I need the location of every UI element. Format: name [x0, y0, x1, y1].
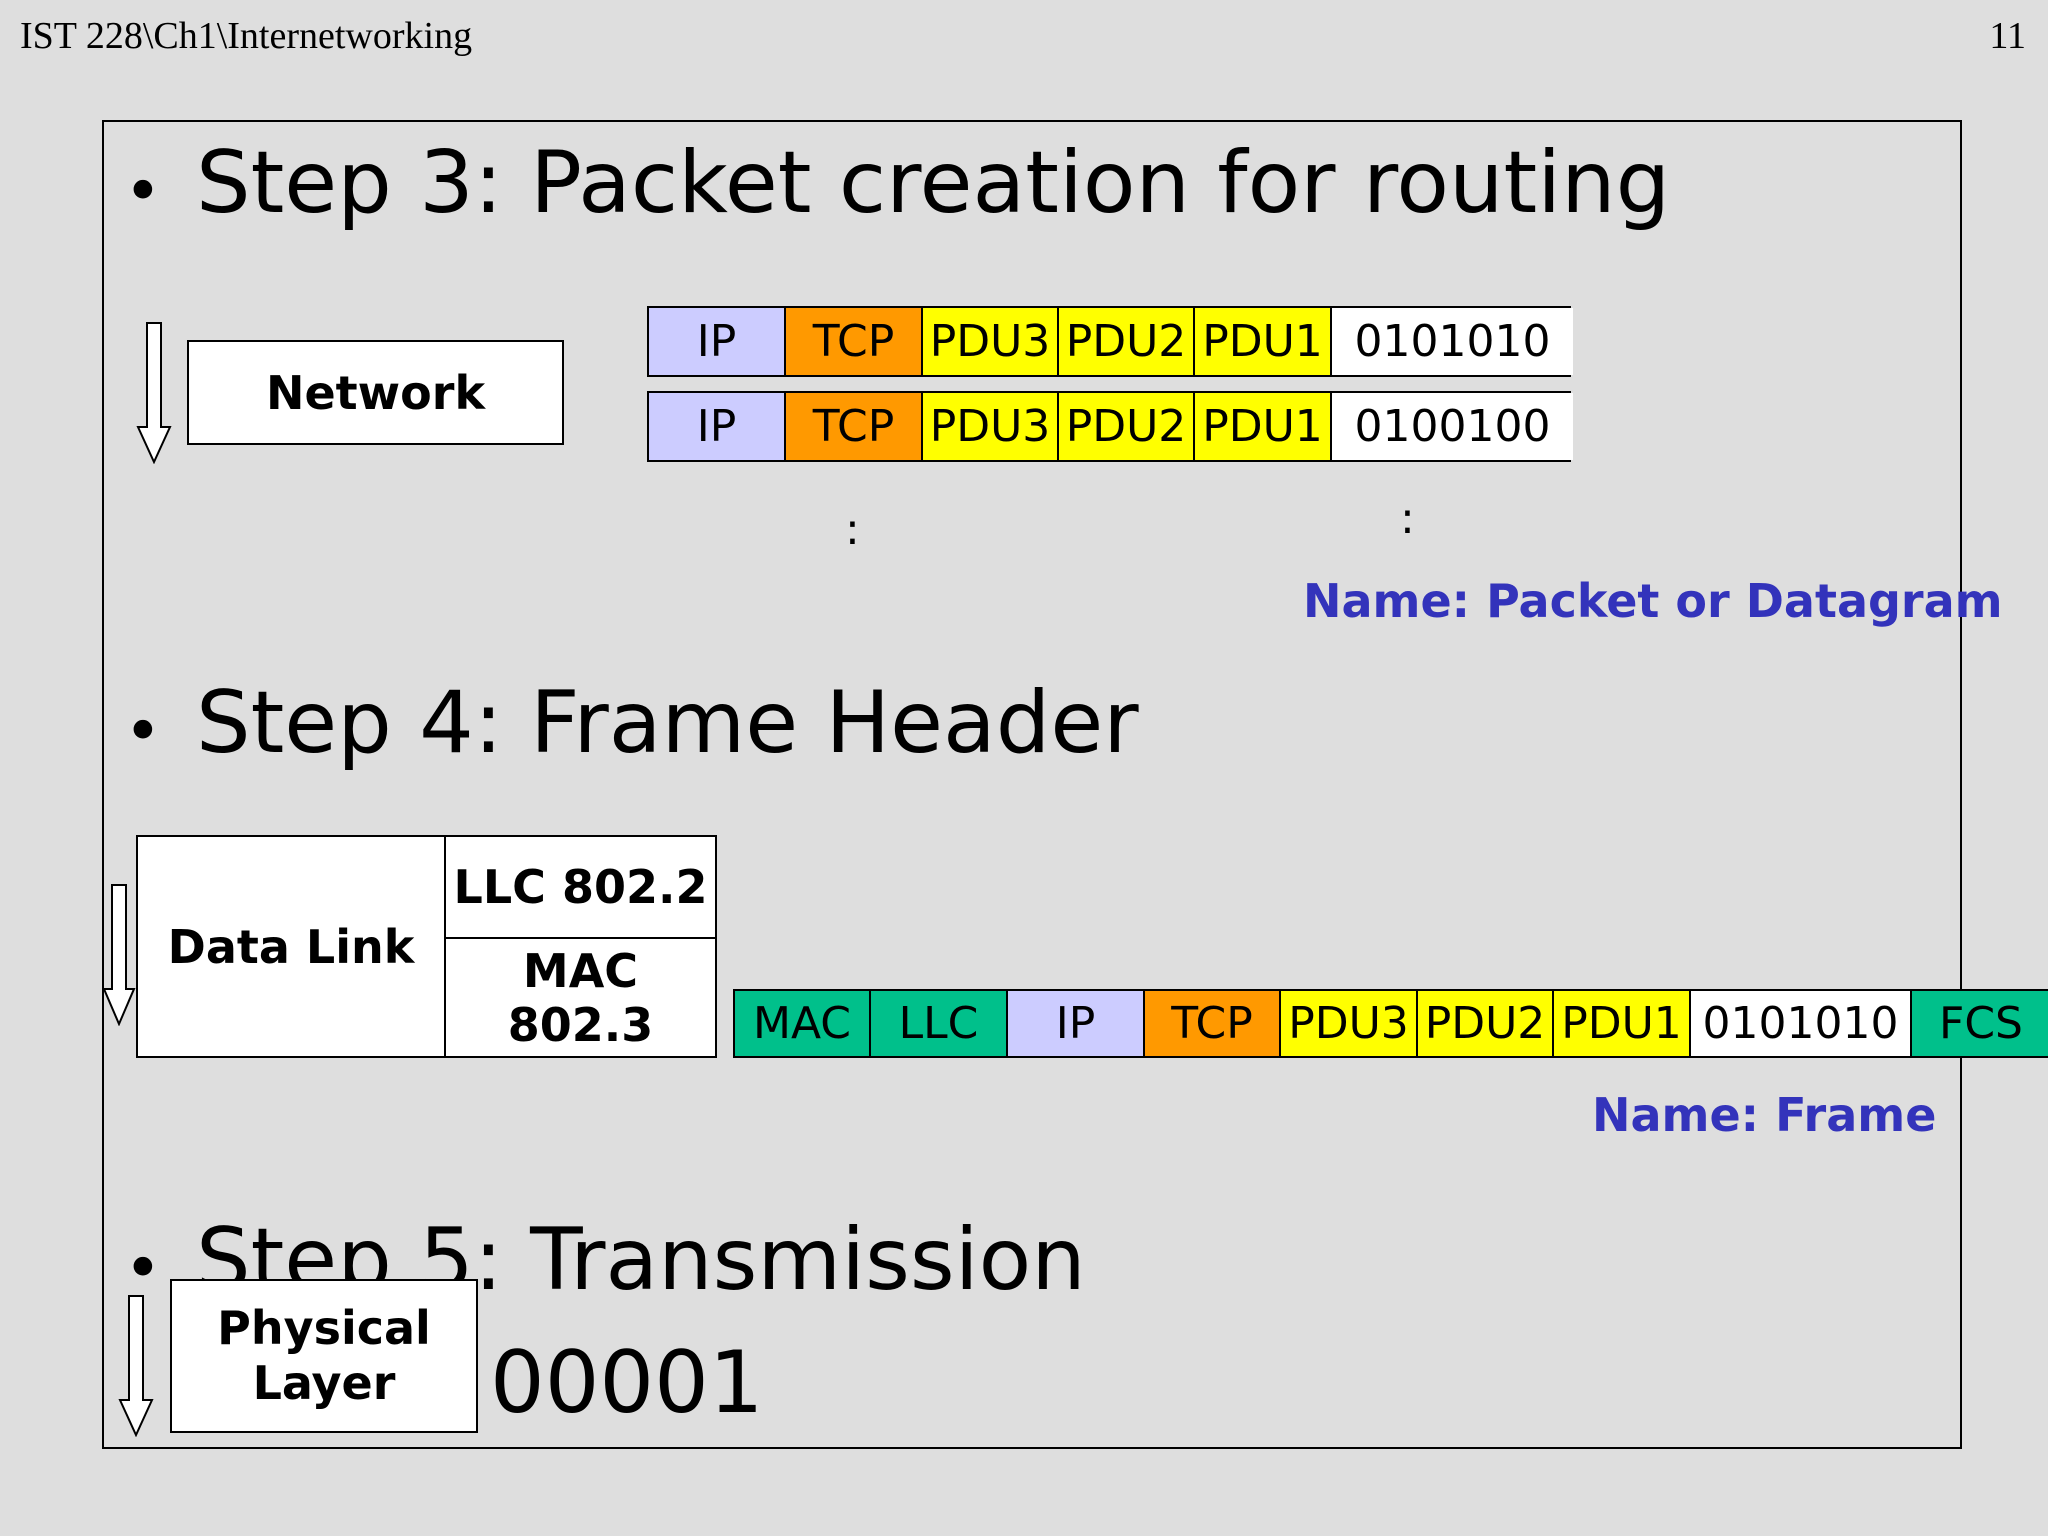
mac-sublayer-box: MAC 802.3: [444, 937, 717, 1058]
page-number: 11: [1989, 15, 2026, 57]
cell-pdu1: PDU1: [1195, 308, 1332, 375]
cell-tcp: TCP: [1145, 991, 1281, 1056]
cell-pdu1: PDU1: [1554, 991, 1691, 1056]
physical-layer-box: Physical Layer: [170, 1279, 478, 1433]
llc-sublayer-box: LLC 802.2: [444, 835, 717, 939]
step4-title: Step 4: Frame Header: [196, 673, 1139, 773]
down-arrow-icon: [102, 884, 136, 1026]
frame-name-caption: Name: Frame: [1592, 1088, 1937, 1142]
packet-name-caption: Name: Packet or Datagram: [1303, 574, 2003, 628]
data-link-layer-box: Data Link: [136, 835, 446, 1058]
cell-ip: IP: [1008, 991, 1145, 1056]
ellipsis-right: :: [1400, 493, 1415, 544]
ellipsis-left: :: [845, 504, 860, 555]
cell-pdu2: PDU2: [1418, 991, 1554, 1056]
cell-0101010: 0101010: [1332, 308, 1573, 375]
bit-stream: 00001: [490, 1333, 764, 1433]
header-path: IST 228\Ch1\Internetworking: [20, 15, 473, 57]
cell-pdu1: PDU1: [1195, 393, 1332, 460]
cell-ip: IP: [649, 393, 786, 460]
cell-fcs: FCS: [1912, 991, 2048, 1056]
bullet-step5: •: [124, 1232, 162, 1306]
cell-llc: LLC: [871, 991, 1008, 1056]
step3-title: Step 3: Packet creation for routing: [196, 133, 1671, 233]
bullet-step4: •: [124, 695, 162, 769]
cell-ip: IP: [649, 308, 786, 375]
cell-pdu3: PDU3: [923, 393, 1059, 460]
cell-pdu3: PDU3: [1281, 991, 1418, 1056]
cell-pdu2: PDU2: [1059, 308, 1195, 375]
cell-tcp: TCP: [786, 393, 923, 460]
down-arrow-icon: [118, 1295, 154, 1437]
cell-pdu2: PDU2: [1059, 393, 1195, 460]
cell-0100100: 0100100: [1332, 393, 1573, 460]
down-arrow-icon: [136, 322, 172, 464]
slide-frame: [102, 120, 1962, 1449]
cell-tcp: TCP: [786, 308, 923, 375]
cell-mac: MAC: [735, 991, 871, 1056]
cell-0101010: 0101010: [1691, 991, 1912, 1056]
bullet-step3: •: [124, 155, 162, 229]
cell-pdu3: PDU3: [923, 308, 1059, 375]
network-layer-box: Network: [187, 340, 564, 445]
